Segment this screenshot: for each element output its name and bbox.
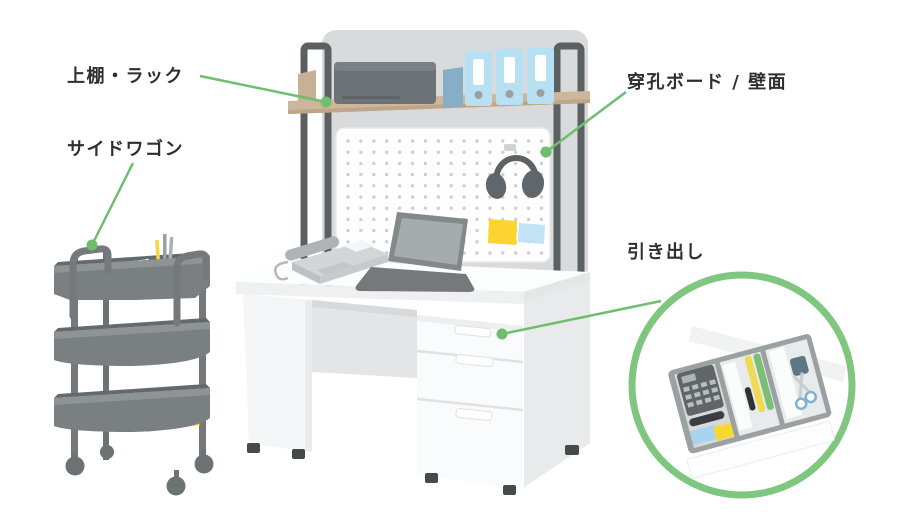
- laptop-base: [355, 267, 475, 292]
- headphones: [485, 144, 545, 199]
- eraser: [789, 355, 809, 377]
- desk-phone: [274, 236, 388, 284]
- phone-handset: [285, 236, 340, 261]
- desk: [236, 258, 590, 495]
- caster-wheel: [166, 476, 186, 496]
- drawer-front: [686, 420, 835, 479]
- drawer-handle-2: [455, 353, 494, 368]
- label-top-shelf: 上棚・ラック: [67, 66, 184, 87]
- calculator-buttons: [683, 379, 721, 408]
- callout-line-drawer: [501, 299, 662, 336]
- callout-dot-side-wagon: [86, 239, 98, 251]
- card-blue: [690, 425, 718, 445]
- desk-top-edge-right: [524, 272, 590, 304]
- drawer-handle-3: [455, 407, 493, 422]
- callout-dot-pegboard: [540, 146, 552, 158]
- phone-body: [292, 242, 388, 276]
- wagon-basket-3: [54, 384, 210, 432]
- binder-3: [527, 47, 554, 104]
- label-drawer: 引き出し: [627, 242, 705, 263]
- laptop: [355, 212, 475, 292]
- drawer-divider-2: [416, 397, 524, 412]
- wagon-basket-2: [54, 318, 210, 366]
- wagon-handle-right: [173, 250, 210, 327]
- label-side-wagon: サイドワゴン: [67, 139, 184, 160]
- binder-2: [496, 49, 523, 105]
- wagon-post-right: [199, 254, 206, 464]
- printer-box: [334, 62, 436, 104]
- marker-black: [689, 411, 725, 427]
- label-pegboard-wall: 穿孔ボード / 壁面: [627, 72, 788, 93]
- callout-dot-top-shelf: [320, 96, 332, 108]
- caster-wheel: [65, 456, 85, 476]
- phone-keypad: [316, 262, 354, 275]
- desk-foot: [292, 449, 305, 459]
- book-blue-slim: [443, 67, 463, 108]
- pen-gray: [163, 234, 167, 266]
- desk-left-panel: [243, 294, 312, 452]
- caster-wheel: [100, 445, 114, 459]
- note-yellow: [713, 422, 735, 441]
- desk-foot: [565, 445, 579, 455]
- callout-line-top-shelf: [199, 74, 327, 104]
- detail-open-drawer: [668, 334, 835, 479]
- desk-foot: [247, 443, 260, 453]
- callout-line-side-wagon: [90, 162, 135, 246]
- ruler-yellow: [744, 355, 766, 413]
- callout-line-pegboard: [545, 91, 627, 153]
- drawer-unit: [416, 315, 524, 489]
- desk-right-side: [524, 281, 590, 487]
- ruler-green: [753, 353, 774, 410]
- pen-black: [744, 387, 756, 411]
- phone-display: [344, 240, 374, 252]
- drawer-detail-circle: [628, 271, 856, 499]
- desk-modesty-panel: [312, 300, 417, 378]
- wagon-basket-1: [54, 234, 210, 300]
- desk-foot: [503, 485, 516, 495]
- calculator: [676, 364, 724, 416]
- side-wagon: [54, 234, 214, 496]
- notepad: [722, 361, 753, 431]
- desk-left-panel-shade: [305, 300, 312, 452]
- drawer-handle-1: [454, 324, 492, 338]
- desk-modesty-shadow: [312, 300, 417, 317]
- sticky-note-blue: [518, 223, 545, 244]
- peg-hook: [504, 144, 516, 151]
- laptop-screen-panel: [394, 218, 463, 265]
- desk-top-edge: [236, 282, 524, 304]
- paper-strip: [768, 347, 803, 420]
- callout-dot-drawer: [496, 328, 508, 340]
- desk-foot: [425, 473, 438, 483]
- sticky-note-yellow: [488, 219, 517, 245]
- phone-cord: [274, 260, 289, 281]
- caster-wheel: [194, 454, 214, 474]
- scissors: [792, 372, 818, 411]
- binder-1: [465, 51, 492, 106]
